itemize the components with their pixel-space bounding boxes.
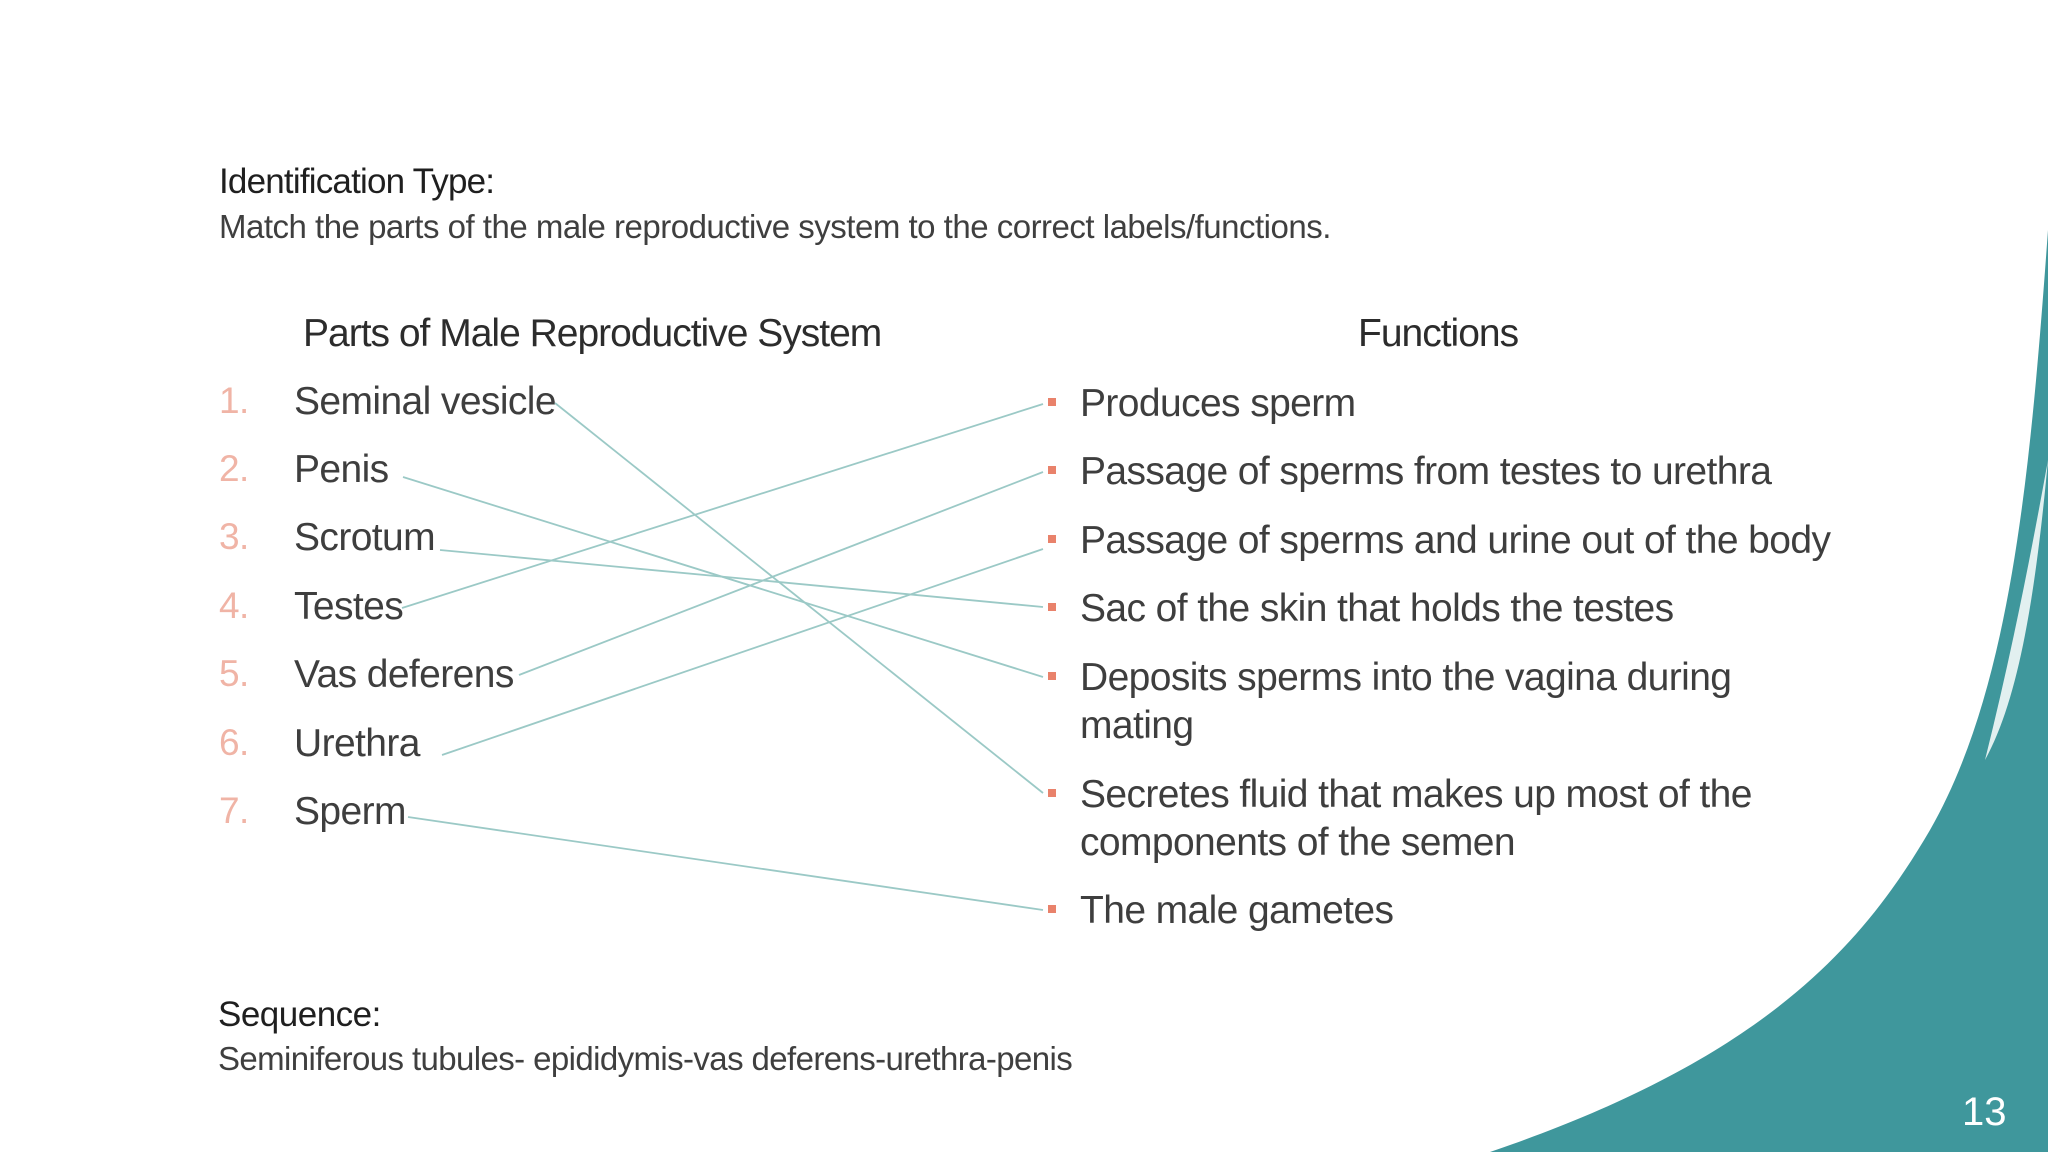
part-label: Testes: [294, 585, 404, 628]
parts-column-heading: Parts of Male Reproductive System: [303, 312, 882, 355]
function-text: The male gametes: [1080, 889, 1394, 932]
sequence-title: Sequence:: [218, 995, 381, 1034]
part-label: Seminal vesicle: [294, 380, 557, 423]
part-number: 5.: [219, 653, 249, 694]
part-label: Scrotum: [294, 516, 436, 559]
bullet-icon: [1048, 466, 1056, 474]
part-number: 4.: [219, 585, 249, 626]
part-label: Urethra: [294, 722, 420, 765]
part-number: 2.: [219, 448, 249, 489]
page-number: 13: [1962, 1090, 2007, 1134]
function-text: Passage of sperms and urine out of the b…: [1080, 519, 1831, 562]
bullet-icon: [1048, 905, 1056, 913]
instructions-text: Match the parts of the male reproductive…: [219, 208, 1331, 245]
part-number: 1.: [219, 380, 249, 421]
part-number: 7.: [219, 790, 249, 831]
part-label: Sperm: [294, 790, 406, 833]
functions-column-heading: Functions: [1358, 312, 1519, 355]
bullet-icon: [1048, 603, 1056, 611]
bullet-icon: [1048, 398, 1056, 406]
part-number: 6.: [219, 722, 249, 763]
function-text: Produces sperm: [1080, 382, 1356, 425]
bullet-icon: [1048, 789, 1056, 797]
part-label: Vas deferens: [294, 653, 514, 696]
part-label: Penis: [294, 448, 389, 491]
bullet-icon: [1048, 672, 1056, 680]
part-number: 3.: [219, 516, 249, 557]
sequence-text: Seminiferous tubules- epididymis-vas def…: [218, 1040, 1073, 1077]
function-text: Secretes fluid that makes up most of the…: [1080, 773, 1752, 864]
identification-type-title: Identification Type:: [219, 162, 495, 201]
function-text: Sac of the skin that holds the testes: [1080, 587, 1674, 630]
function-text: Deposits sperms into the vagina during m…: [1080, 656, 1732, 747]
function-text: Passage of sperms from testes to urethra: [1080, 450, 1772, 493]
bullet-icon: [1048, 535, 1056, 543]
